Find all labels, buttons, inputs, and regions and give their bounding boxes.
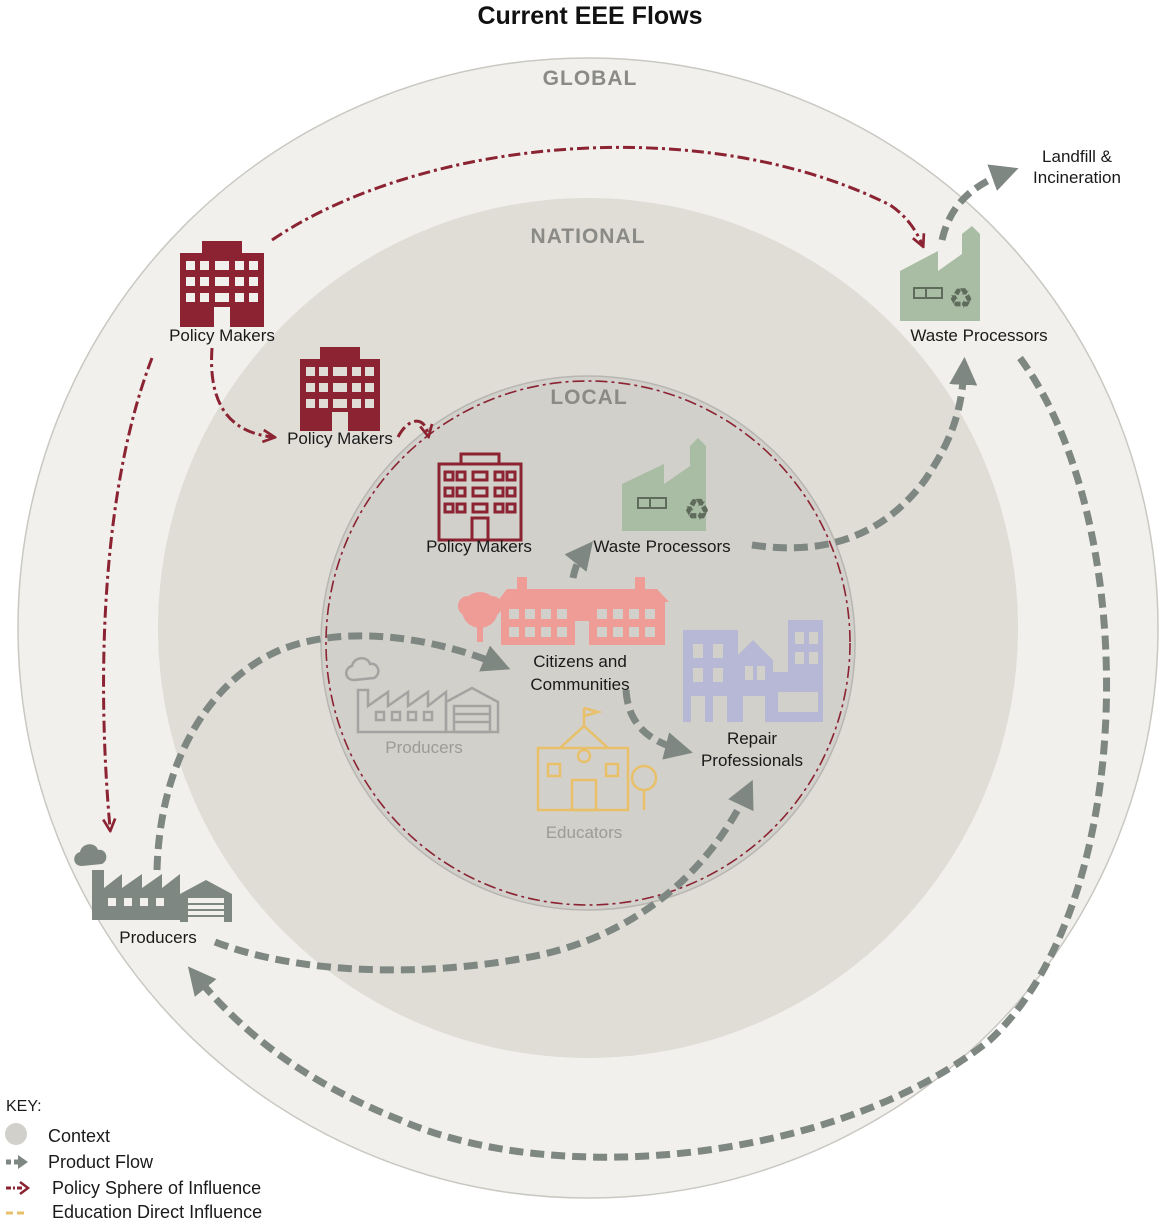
label-citizens-line2: Communities <box>530 675 629 694</box>
diagram-title: Current EEE Flows <box>477 2 702 30</box>
legend-context-swatch <box>5 1123 27 1145</box>
legend-product-flow-arrowhead <box>18 1155 28 1169</box>
flow-producers-to-citizens <box>153 632 511 871</box>
label-local-waste-processors: Waste Processors <box>593 537 730 556</box>
flow-producers-to-repair <box>213 779 754 974</box>
label-landfill-line1: Landfill & <box>1042 147 1113 166</box>
legend-product-flow-label: Product Flow <box>48 1152 154 1172</box>
flow-citizens-to-repair <box>622 689 693 760</box>
legend: KEY: Context Product Flow Policy Sphere … <box>5 1098 262 1222</box>
warehouse-outline-icon <box>444 686 500 734</box>
label-repair-line1: Repair <box>727 729 777 748</box>
local-policy-sphere <box>325 380 851 906</box>
recycling-factory-icon: ♻ <box>900 226 980 321</box>
label-local-policy-makers: Policy Makers <box>426 537 532 556</box>
recycle-icon: ♻ <box>684 494 711 527</box>
legend-context-label: Context <box>48 1126 110 1146</box>
label-local-producers: Producers <box>385 738 462 757</box>
label-global-waste-processors: Waste Processors <box>910 326 1047 345</box>
label-repair-line2: Professionals <box>701 751 803 770</box>
building-outline-icon <box>437 452 523 542</box>
label-global-policy-makers: Policy Makers <box>169 326 275 345</box>
legend-education-label: Education Direct Influence <box>52 1202 262 1222</box>
flow-global-waste-to-producers <box>187 355 1111 1161</box>
flow-global-waste-to-landfill <box>938 164 1019 241</box>
label-national-policy-makers: Policy Makers <box>287 429 393 448</box>
zone-label-local: LOCAL <box>550 386 627 409</box>
zone-label-national: NATIONAL <box>531 225 646 248</box>
policy-global-to-waste <box>271 145 922 244</box>
recycle-icon: ♻ <box>948 283 973 314</box>
policy-global-to-producers <box>102 357 154 828</box>
school-outline-icon <box>536 706 658 812</box>
recycling-factory-icon: ♻ <box>622 438 710 531</box>
flow-citizens-to-local-waste <box>564 541 593 579</box>
repair-shops-icon <box>683 620 823 722</box>
flow-local-waste-to-global-waste <box>751 356 978 552</box>
legend-title: KEY: <box>6 1098 42 1115</box>
factory-outline-icon <box>345 657 448 734</box>
label-global-producers: Producers <box>119 928 196 947</box>
legend-policy-label: Policy Sphere of Influence <box>52 1178 261 1198</box>
label-landfill-line2: Incineration <box>1033 168 1121 187</box>
warehouse-icon <box>180 880 232 922</box>
building-icon <box>180 241 264 327</box>
label-citizens-line1: Citizens and <box>533 652 627 671</box>
tree-icon <box>458 592 502 642</box>
policy-national-to-local <box>396 419 428 437</box>
policy-global-to-national <box>210 347 272 437</box>
zone-label-global: GLOBAL <box>543 67 638 90</box>
building-icon <box>300 347 380 431</box>
community-building-icon <box>497 577 669 645</box>
label-educators: Educators <box>546 823 623 842</box>
legend-policy-arrowhead <box>19 1181 31 1195</box>
factory-icon <box>74 844 180 920</box>
